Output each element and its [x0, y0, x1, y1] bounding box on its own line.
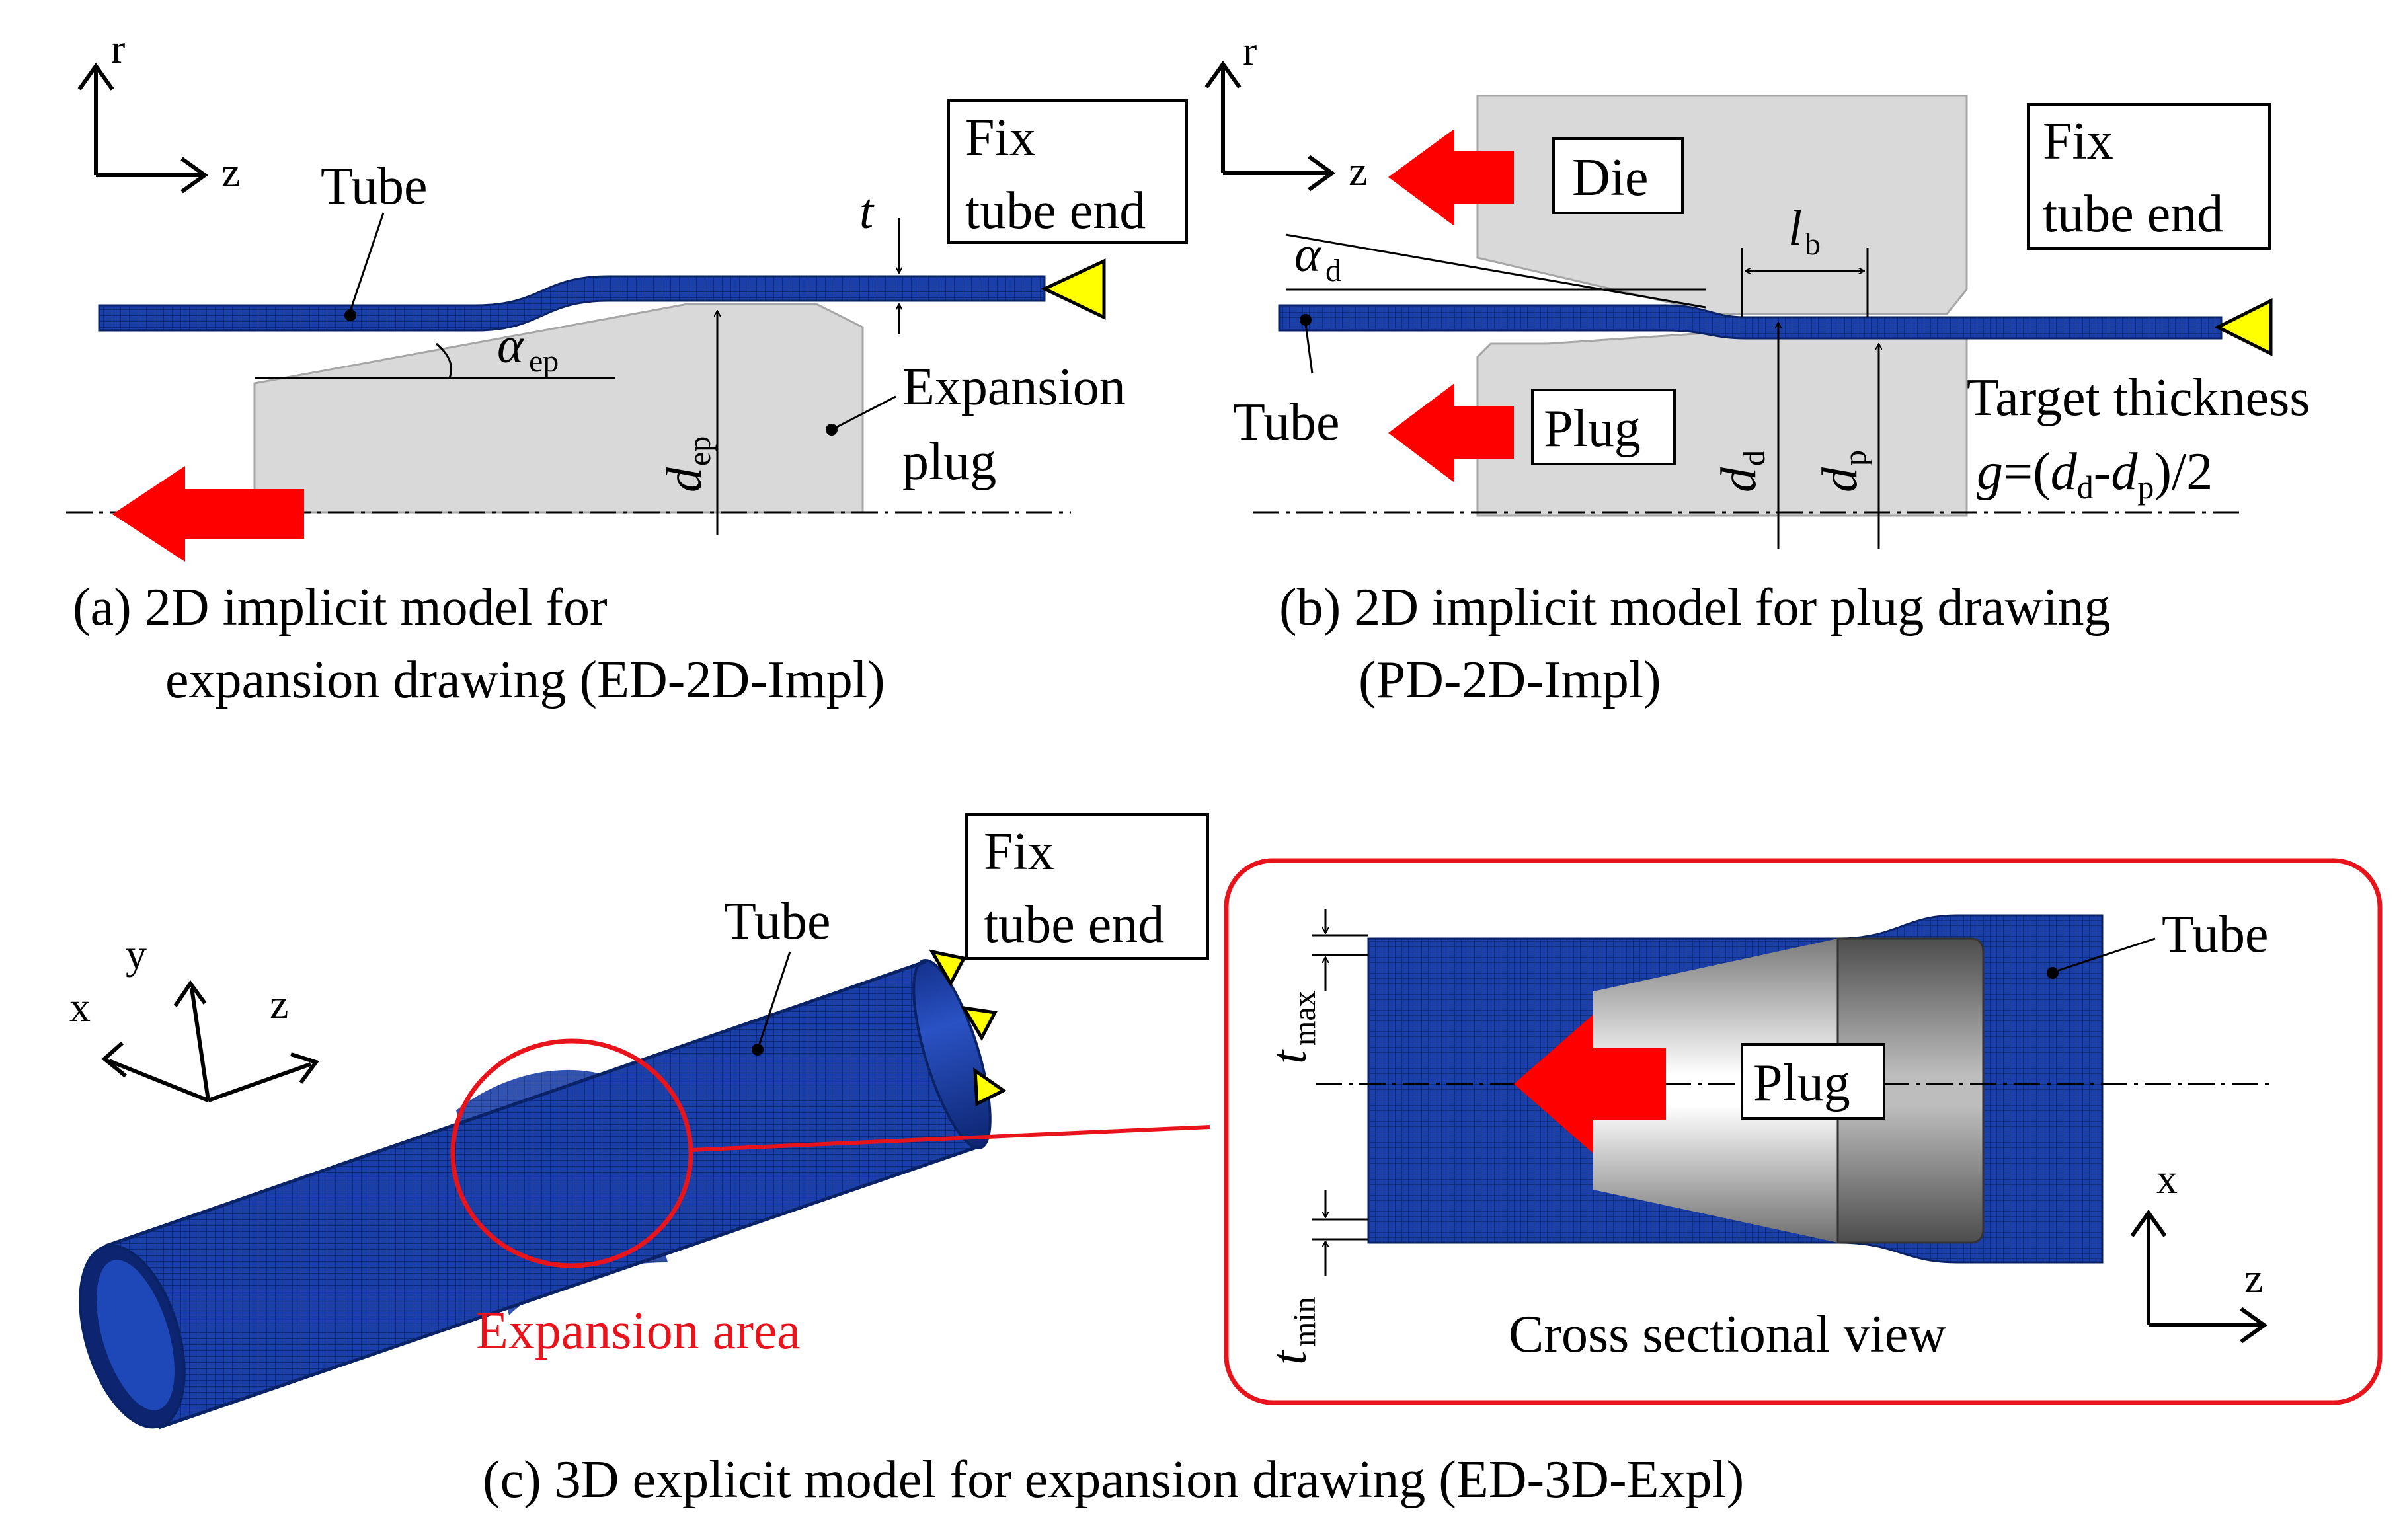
- fixed-support-icon: [2214, 297, 2273, 357]
- target-thickness-label: Target thickness: [1967, 369, 2310, 427]
- axes-rz-icon: [77, 62, 209, 194]
- angle-d: [1285, 233, 1706, 309]
- angle-ep-symbol: α: [497, 318, 525, 373]
- dp-symbol: d: [1812, 467, 1868, 492]
- panel-b: r z α d l b Fix tube end D: [1204, 27, 2310, 709]
- dep-sub: ep: [682, 436, 717, 466]
- expansion-area-highlight: [450, 1038, 693, 1268]
- plug-direction-arrow-c: [1514, 1015, 1666, 1153]
- bearing-sub: b: [1805, 227, 1821, 262]
- angle-d-sub: d: [1325, 253, 1341, 288]
- caption-a1: (a) 2D implicit model for: [73, 578, 608, 636]
- draw-direction-arrow-a: [112, 466, 304, 562]
- angle-ep-sub: ep: [529, 344, 559, 379]
- axes-rz-icon: [1204, 60, 1336, 192]
- panel-c: x y z Tube Fix tube end Expansion area: [69, 813, 2383, 1509]
- tube-2d-b: [1278, 304, 2223, 340]
- formula: g=(dd-dp)/2: [1977, 443, 2213, 506]
- axis-r-label: r: [111, 25, 125, 72]
- inset-plug-label: Plug: [1753, 1054, 1850, 1112]
- die-label: Die: [1572, 149, 1649, 207]
- expansion-area-label: Expansion area: [476, 1302, 801, 1360]
- fixed-support-icon: [929, 949, 966, 987]
- thickness-dimensions-c: [1312, 909, 1368, 1276]
- axis-z-label-c: z: [270, 980, 288, 1027]
- fix-label-c1: Fix: [984, 823, 1054, 881]
- dd-symbol: d: [1711, 467, 1766, 492]
- fixed-support-icon: [973, 1067, 1007, 1106]
- fix-label-b2: tube end: [2043, 185, 2223, 243]
- dd-sub: d: [1737, 450, 1772, 466]
- axis-z-label-b: z: [1349, 147, 1367, 194]
- fix-box-b: [2027, 103, 2271, 250]
- axes-xyz-icon: [101, 980, 319, 1102]
- inset-axis-z-label: z: [2244, 1254, 2263, 1301]
- tube-label-b: Tube: [1233, 393, 1340, 451]
- dep-symbol: d: [656, 467, 712, 492]
- fix-box-a: [947, 99, 1188, 244]
- plug-label-a2: plug: [902, 433, 996, 491]
- tube-2d-a: [98, 275, 1046, 332]
- axes-xz-icon: [2130, 1209, 2268, 1344]
- tmin-sub: min: [1287, 1297, 1322, 1346]
- tmin-symbol: t: [1261, 1350, 1317, 1365]
- caption-a2: expansion drawing (ED-2D-Impl): [165, 651, 885, 709]
- expansion-plug: [253, 303, 864, 514]
- plug-b: [1476, 329, 1968, 517]
- tmax-sub: max: [1287, 991, 1322, 1046]
- axis-x-label-c: x: [69, 983, 91, 1030]
- caption-b2: (PD-2D-Impl): [1359, 651, 1661, 709]
- inset-plug-cone: [1593, 939, 1838, 1243]
- fixed-support-icon: [961, 1005, 998, 1042]
- fix-box-c: [965, 813, 1209, 960]
- fix-label-c2: tube end: [984, 896, 1164, 954]
- tube-label-c: Tube: [724, 892, 831, 950]
- axis-z-label: z: [221, 149, 240, 196]
- caption-c: (c) 3D explicit model for expansion draw…: [483, 1451, 1744, 1509]
- bearing-symbol: l: [1788, 200, 1802, 256]
- tube-3d: [79, 958, 992, 1430]
- angle-d-symbol: α: [1294, 227, 1322, 282]
- bearing-length-dimension: [1741, 248, 1869, 317]
- axis-y-label-c: y: [126, 931, 147, 978]
- inset-caption: Cross sectional view: [1509, 1305, 1946, 1364]
- plug-label-a1: Expansion: [902, 358, 1126, 416]
- dd-dp-dimensions: [1778, 323, 1879, 549]
- inset-tube-label: Tube: [2162, 905, 2269, 964]
- angle-ep: [255, 342, 615, 379]
- leader-dot: [344, 309, 356, 321]
- plug-direction-arrow: [1388, 383, 1514, 482]
- tmax-symbol: t: [1261, 1049, 1317, 1064]
- panel-a: r z Tube Fix tube end t α ep: [66, 25, 1188, 709]
- axis-r-label-b: r: [1243, 27, 1257, 74]
- dp-sub: p: [1838, 450, 1873, 466]
- caption-b1: (b) 2D implicit model for plug drawing: [1279, 578, 2111, 636]
- plug-label-b: Plug: [1544, 400, 1641, 458]
- thickness-symbol: t: [859, 184, 875, 239]
- inset-plug-label-box: [1741, 1043, 1885, 1120]
- fix-label-a2: tube end: [965, 182, 1146, 240]
- inset-plug-body: [1836, 937, 1985, 1244]
- die-direction-arrow: [1388, 129, 1514, 226]
- inset-axis-x-label: x: [2156, 1155, 2178, 1202]
- fix-label-b1: Fix: [2043, 112, 2113, 171]
- tube-label-a: Tube: [321, 157, 428, 215]
- fixed-support-icon: [1041, 258, 1106, 320]
- fix-label-a1: Fix: [965, 109, 1036, 167]
- plug-label-box-b: [1531, 389, 1676, 465]
- die-label-box: [1552, 137, 1684, 214]
